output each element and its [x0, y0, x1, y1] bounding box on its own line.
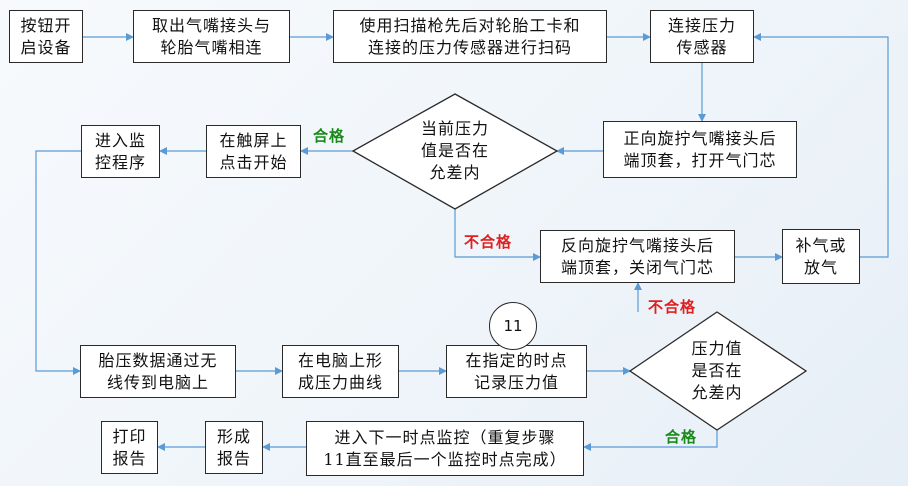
node-record: 在指定的时点 记录压力值: [446, 345, 587, 398]
node-connect-sensor: 连接压力 传感器: [650, 10, 754, 63]
node-scan: 使用扫描枪先后对轮胎工卡和 连接的压力传感器进行扫码: [333, 10, 607, 63]
label-fail-timed: 不合格: [648, 298, 697, 316]
node-wireless: 胎压数据通过无 线传到电脑上: [80, 345, 236, 398]
node-print: 打印 报告: [101, 421, 158, 474]
node-curve: 在电脑上形 成压力曲线: [282, 345, 399, 398]
arrow-adjust-loop-to-sensor: [753, 33, 889, 258]
node-close-valve: 反向旋拧气嘴接头后 端顶套，关闭气门芯: [540, 230, 735, 283]
node-report: 形成 报告: [205, 421, 263, 474]
arrow-monitor-to-wireless: [35, 150, 81, 375]
node-adjust: 补气或 放气: [782, 229, 860, 284]
label-pass-timed: 合格: [665, 428, 698, 446]
node-monitor: 进入监 控程序: [81, 125, 160, 178]
node-start: 按钮开 启设备: [9, 10, 83, 63]
decision-initial-text: 当前压力 值是否在 允差内: [420, 119, 489, 182]
node-next: 进入下一时点监控（重复步骤 11直至最后一个监控时点完成）: [306, 421, 584, 476]
decision-timed-diamond: [628, 311, 808, 431]
decision-timed-text: 压力值 是否在 允差内: [691, 339, 743, 402]
decision-initial-diamond: [351, 93, 559, 210]
arrow-check-fail-to-close: [454, 209, 541, 261]
label-fail-initial: 不合格: [464, 233, 513, 251]
label-pass-initial: 合格: [313, 127, 346, 145]
step-number-badge: 11: [489, 302, 537, 350]
node-connect-valve: 取出气嘴接头与 轮胎气嘴相连: [133, 10, 290, 63]
node-touch-start: 在触屏上 点击开始: [206, 125, 301, 178]
node-open-valve: 正向旋拧气嘴接头后 端顶套，打开气门芯: [603, 121, 797, 178]
